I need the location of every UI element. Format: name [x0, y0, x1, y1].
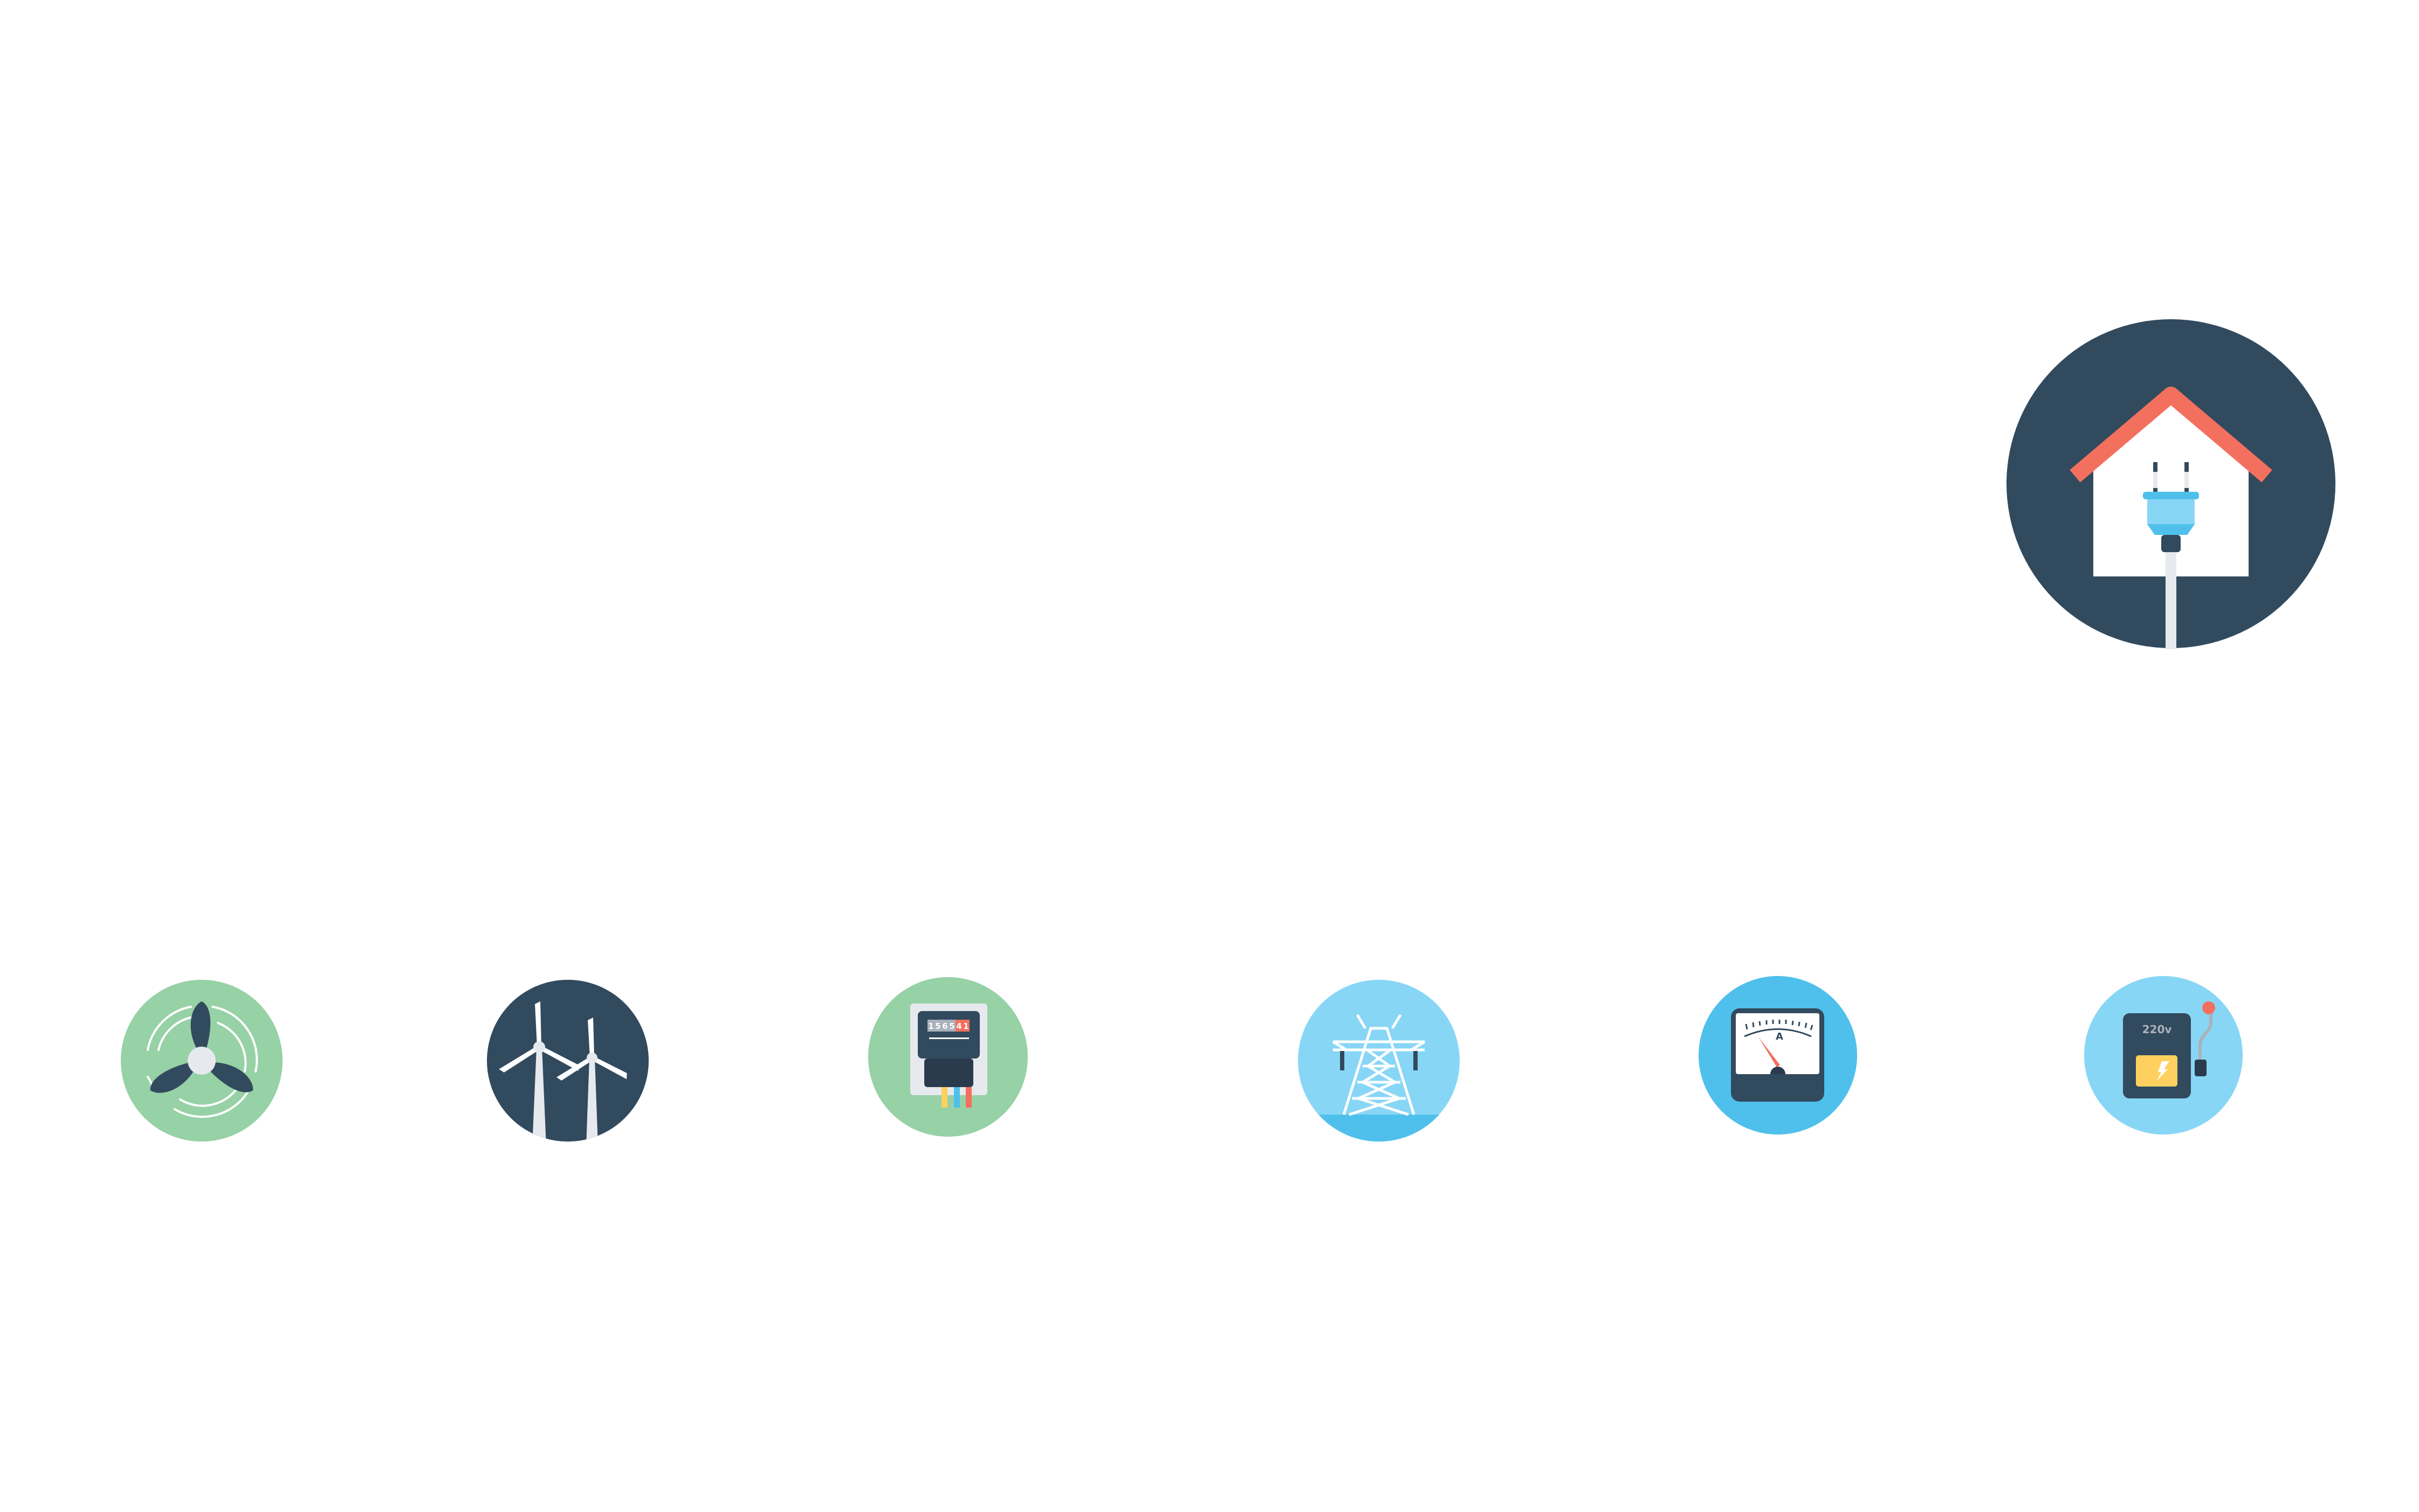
breaker-switch-icon: 220v [2084, 976, 2243, 1135]
meter-digit: 5 [949, 1021, 954, 1031]
lightning-icon [2157, 1061, 2169, 1081]
ammeter-icon: A [1699, 976, 1857, 1135]
meter-digit: 1 [928, 1021, 933, 1031]
meter-digit: 5 [935, 1021, 940, 1031]
transmission-tower-icon [1298, 980, 1460, 1142]
house-plug-icon [2006, 319, 2335, 649]
meter-digits: 1 5 6 5 4 1 [927, 1020, 970, 1032]
fan-icon [121, 980, 283, 1142]
wind-turbine-icon [487, 980, 649, 1142]
meter-digit: 4 [956, 1021, 961, 1031]
ammeter-unit: A [1776, 1031, 1783, 1042]
electric-meter-icon: 1 5 6 5 4 1 [868, 977, 1028, 1137]
voltage-label: 220v [2142, 1023, 2172, 1036]
ammeter-scale [1745, 1020, 1813, 1030]
meter-digit: 1 [963, 1021, 968, 1031]
meter-digit: 6 [942, 1021, 947, 1031]
